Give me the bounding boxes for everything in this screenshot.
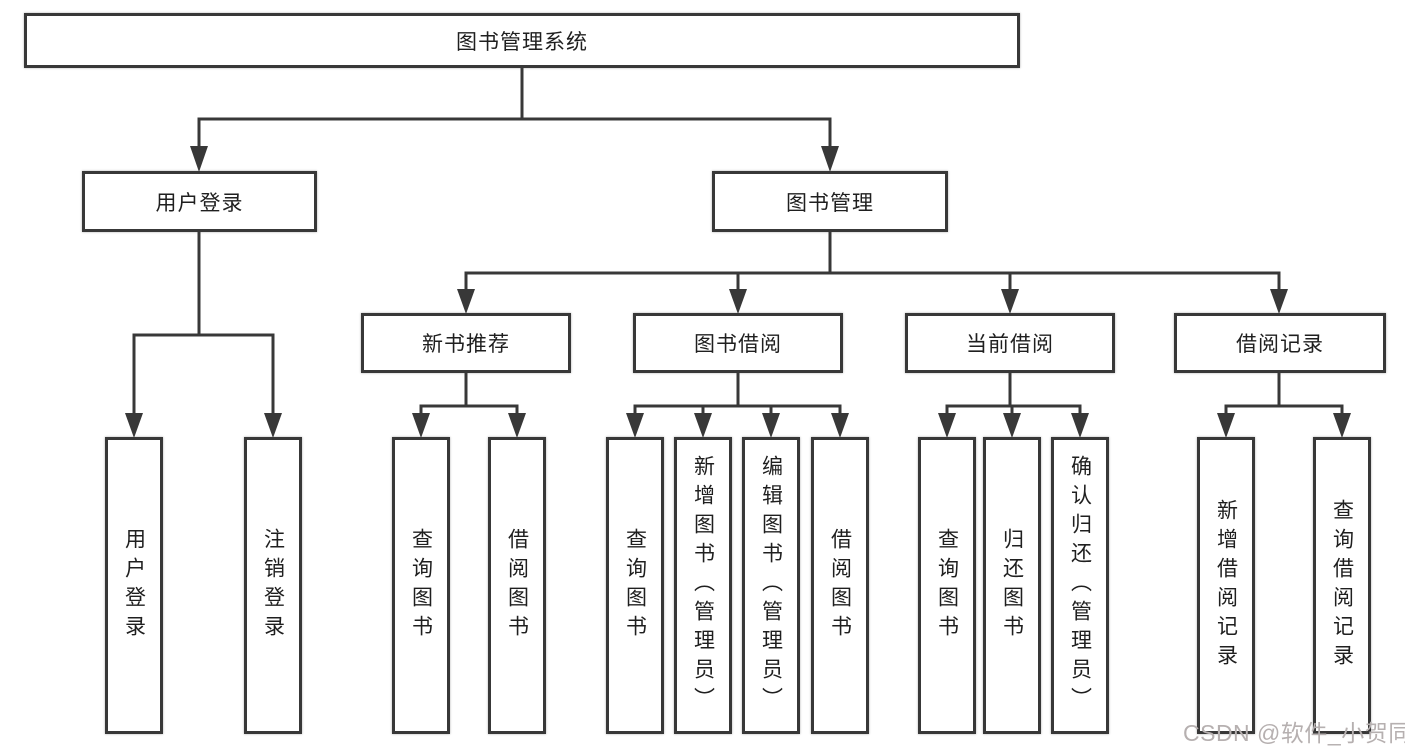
leaf-query-books: 查询图书 — [392, 437, 450, 734]
node-book-borrowing: 图书借阅 — [633, 313, 843, 373]
leaf-label: 注销登录 — [261, 527, 285, 644]
leaf-label: 借阅图书 — [828, 527, 852, 644]
leaf-confirm-return-admin: 确认归还（管理员） — [1051, 437, 1109, 734]
leaf-label: 查询图书 — [409, 527, 433, 644]
leaf-add-borrow-record: 新增借阅记录 — [1197, 437, 1255, 734]
leaf-label: 查询借阅记录 — [1330, 498, 1354, 673]
leaf-user-login: 用户登录 — [105, 437, 163, 734]
leaf-label: 新增图书（管理员） — [691, 455, 715, 716]
node-new-book-recommend: 新书推荐 — [361, 313, 571, 373]
leaf-edit-books-admin: 编辑图书（管理员） — [742, 437, 800, 734]
leaf-label: 查询图书 — [935, 527, 959, 644]
leaf-query-borrow-record: 查询借阅记录 — [1313, 437, 1371, 734]
leaf-label: 新增借阅记录 — [1214, 498, 1238, 673]
node-user-login: 用户登录 — [82, 171, 317, 232]
leaf-logout: 注销登录 — [244, 437, 302, 734]
leaf-return-books: 归还图书 — [983, 437, 1041, 734]
arrowheads — [125, 146, 1351, 438]
leaf-label: 查询图书 — [623, 527, 647, 644]
leaf-label: 编辑图书（管理员） — [759, 455, 783, 716]
node-library-management-system: 图书管理系统 — [24, 13, 1020, 68]
leaf-borrow-books: 借阅图书 — [811, 437, 869, 734]
leaf-query-books: 查询图书 — [918, 437, 976, 734]
leaf-borrow-books: 借阅图书 — [488, 437, 546, 734]
leaf-add-books-admin: 新增图书（管理员） — [674, 437, 732, 734]
csdn-watermark: CSDN @软件_小贺同学 — [1183, 720, 1405, 746]
leaf-query-books: 查询图书 — [606, 437, 664, 734]
leaf-label: 借阅图书 — [505, 527, 529, 644]
leaf-label: 用户登录 — [122, 527, 146, 644]
node-borrow-records: 借阅记录 — [1174, 313, 1386, 373]
leaf-label: 确认归还（管理员） — [1068, 455, 1092, 716]
leaf-label: 归还图书 — [1000, 527, 1024, 644]
node-book-management: 图书管理 — [712, 171, 948, 232]
node-current-borrowing: 当前借阅 — [905, 313, 1115, 373]
